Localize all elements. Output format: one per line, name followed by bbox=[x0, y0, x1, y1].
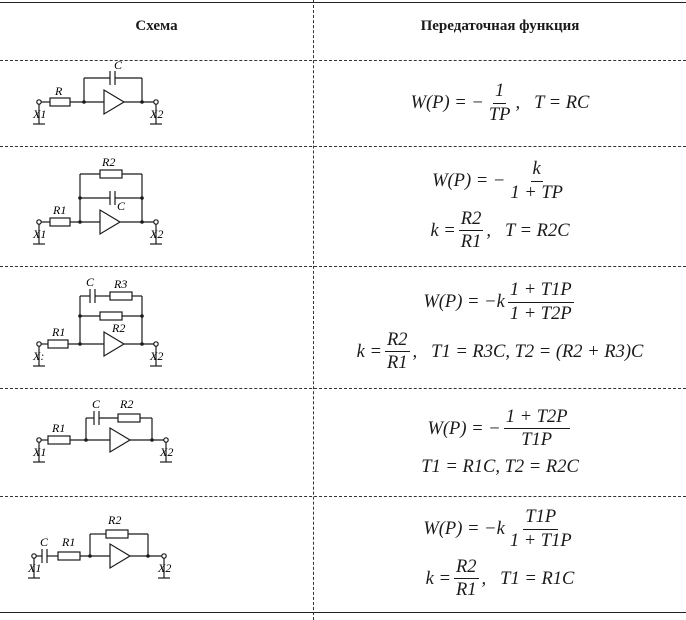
column-divider bbox=[313, 0, 314, 620]
label-x1: X: bbox=[32, 349, 44, 363]
circuit-aperiodic: R2 C R1 X1 X2 bbox=[32, 155, 163, 245]
label-c: C bbox=[92, 397, 101, 411]
label-c: C bbox=[40, 535, 49, 549]
label-x2: X2 bbox=[149, 227, 163, 241]
header-divider bbox=[0, 60, 686, 61]
header-scheme: Схема bbox=[135, 18, 178, 34]
label-x1: X1 bbox=[32, 107, 46, 121]
label-x1: X1 bbox=[32, 227, 46, 241]
label-r2: R2 bbox=[119, 397, 133, 411]
circuit-lag-lead: C R3 R2 R1 X: X2 bbox=[32, 275, 163, 367]
label-x2: X2 bbox=[157, 561, 171, 575]
label-r: R bbox=[54, 84, 63, 98]
equation-pid-2: T1 = R1C, T2 = R2C bbox=[421, 456, 579, 477]
row-divider-4 bbox=[0, 496, 686, 497]
scheme-aperiodic: R2 C R1 X1 X2 bbox=[0, 146, 313, 266]
label-r2: R2 bbox=[101, 155, 115, 169]
circuit-pid: C R2 R1 X1 X2 bbox=[32, 397, 173, 463]
header-transfer-function: Передаточная функция bbox=[420, 18, 580, 34]
label-r1: R1 bbox=[51, 325, 65, 339]
table-bottom-border bbox=[0, 612, 686, 613]
label-x2: X2 bbox=[149, 349, 163, 363]
row-divider-1 bbox=[0, 146, 686, 147]
circuit-differentiator: C R1 R2 X1 X2 bbox=[27, 513, 171, 579]
label-r1: R1 bbox=[52, 203, 66, 217]
label-c: C bbox=[117, 199, 126, 213]
row-divider-2 bbox=[0, 266, 686, 267]
label-r2: R2 bbox=[111, 321, 125, 335]
label-c: C bbox=[86, 275, 95, 289]
label-r2: R2 bbox=[107, 513, 121, 527]
scheme-lag-lead: C R3 R2 R1 X: X2 bbox=[0, 266, 313, 388]
scheme-differentiator: C R1 R2 X1 X2 bbox=[0, 496, 313, 612]
label-r3: R3 bbox=[113, 277, 127, 291]
scheme-pid: C R2 R1 X1 X2 bbox=[0, 388, 313, 496]
row-divider-3 bbox=[0, 388, 686, 389]
label-x1: X1 bbox=[32, 445, 46, 459]
label-c: C bbox=[114, 60, 123, 72]
table-top-border bbox=[0, 2, 686, 3]
label-x2: X2 bbox=[149, 107, 163, 121]
label-x2: X2 bbox=[159, 445, 173, 459]
label-r1: R1 bbox=[51, 421, 65, 435]
circuit-integrator: C R X1 X2 bbox=[32, 58, 163, 125]
label-x1: X1 bbox=[27, 561, 41, 575]
scheme-integrator: C R X1 X2 bbox=[0, 58, 313, 146]
label-r1: R1 bbox=[61, 535, 75, 549]
